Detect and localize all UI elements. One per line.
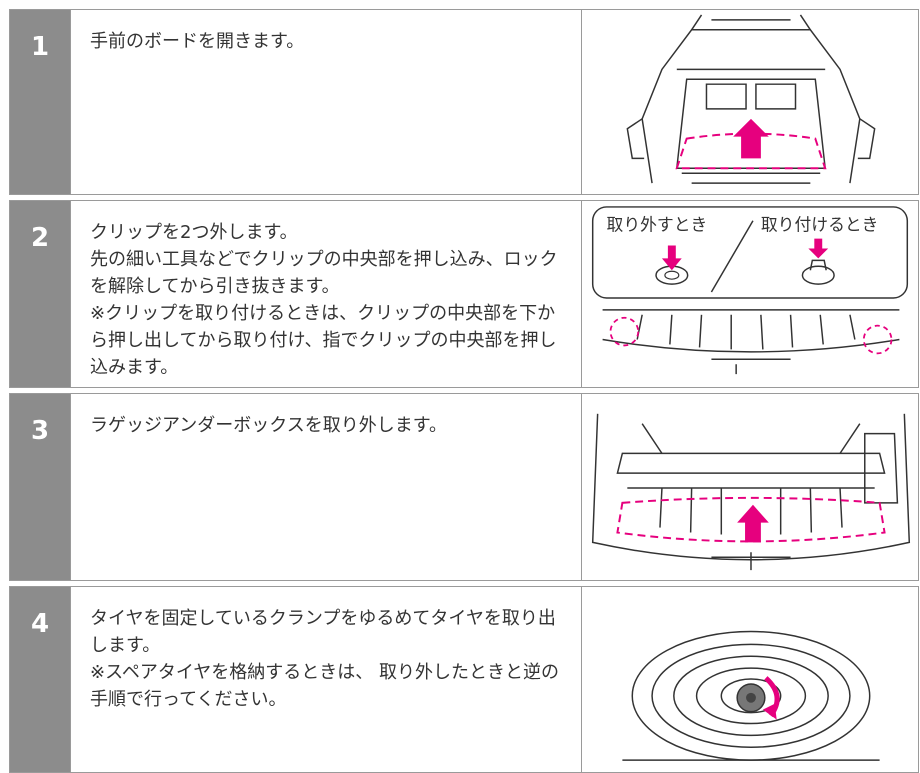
step-number: 3	[10, 394, 71, 580]
step-text: ラゲッジアンダーボックスを取り外します。	[71, 394, 582, 580]
clip-removal-illustration: 取り外すとき 取り付けるとき	[582, 201, 918, 387]
step-description: クリップを2つ外します。 先の細い工具などでクリップの中央部を押し込み、ロックを…	[90, 222, 558, 378]
spare-tire-svg	[622, 630, 880, 761]
step-text: クリップを2つ外します。 先の細い工具などでクリップの中央部を押し込み、ロックを…	[71, 201, 582, 387]
open-board-illustration	[582, 10, 918, 194]
spare-tire-illustration	[582, 587, 918, 772]
step-text: タイヤを固定しているクランプをゆるめてタイヤを取り出します。 ※スペアタイヤを格…	[71, 587, 582, 772]
attach-caption: 取り付けるとき	[761, 215, 879, 235]
step-number: 2	[10, 201, 71, 387]
step-text: 手前のボードを開きます。	[71, 10, 582, 194]
luggage-under-box-illustration	[582, 394, 918, 580]
step-row-1: 1 手前のボードを開きます。	[9, 9, 919, 195]
step-number: 1	[10, 10, 71, 194]
remove-caption: 取り外すとき	[607, 215, 708, 235]
step-row-4: 4 タイヤを固定しているクランプをゆるめてタイヤを取り出します。 ※スペアタイヤ…	[9, 586, 919, 773]
luggage-box-svg	[591, 413, 911, 571]
step-row-3: 3 ラゲッジアンダーボックスを取り外します。	[9, 393, 919, 581]
step-description: ラゲッジアンダーボックスを取り外します。	[90, 415, 447, 436]
step-number: 4	[10, 587, 71, 772]
step-row-2: 2 クリップを2つ外します。 先の細い工具などでクリップの中央部を押し込み、ロッ…	[9, 200, 919, 388]
clip-callout-svg: 取り外すとき 取り付けるとき	[591, 206, 909, 375]
step-description: タイヤを固定しているクランプをゆるめてタイヤを取り出します。 ※スペアタイヤを格…	[90, 608, 560, 710]
car-rear-open-svg	[626, 14, 876, 184]
step-description: 手前のボードを開きます。	[90, 31, 305, 52]
